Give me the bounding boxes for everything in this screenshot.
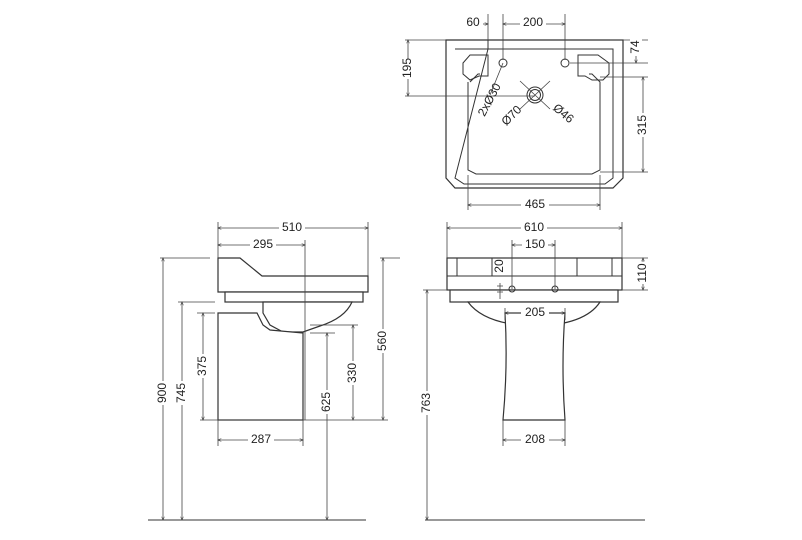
dim-295: 295 (253, 237, 273, 251)
waste-inner (529, 89, 541, 101)
dim-74: 74 (628, 40, 642, 54)
top-view: 60 200 195 74 315 465 2xØ30 Ø70 Ø46 (400, 14, 649, 212)
dim-205: 205 (525, 305, 545, 319)
dim-150: 150 (525, 237, 545, 251)
dim-745: 745 (174, 383, 188, 403)
dim-200: 200 (523, 15, 543, 29)
basin-underside (224, 291, 364, 303)
waste-outer (526, 86, 544, 104)
pedestal-front (502, 312, 566, 421)
dim-110: 110 (635, 263, 649, 282)
bowl-underside (262, 301, 353, 333)
dim-625: 625 (319, 392, 333, 412)
dim-60: 60 (466, 15, 480, 29)
dim-900: 900 (155, 383, 169, 403)
basin-outline-top (445, 39, 624, 189)
soap-dish-right (577, 54, 610, 81)
dim-315: 315 (635, 115, 649, 135)
side-view: 510 295 900 745 375 625 330 560 287 (148, 220, 400, 520)
dim-20: 20 (492, 259, 506, 273)
dim-465: 465 (525, 197, 545, 211)
basin-side (217, 257, 369, 293)
dim-195: 195 (400, 58, 414, 78)
soap-dish-left (462, 54, 489, 81)
basin-front-underside (449, 289, 619, 303)
basin-front (446, 257, 623, 291)
dim-763: 763 (419, 393, 433, 413)
dim-287: 287 (251, 432, 271, 446)
dim-560: 560 (375, 331, 389, 351)
dim-375: 375 (195, 356, 209, 376)
dim-610: 610 (524, 220, 544, 234)
basin-rim-inner (454, 40, 614, 185)
front-view: 610 150 20 110 205 208 763 (419, 220, 649, 520)
dim-208: 208 (525, 432, 545, 446)
dim-330: 330 (345, 363, 359, 383)
dim-510: 510 (282, 220, 302, 234)
